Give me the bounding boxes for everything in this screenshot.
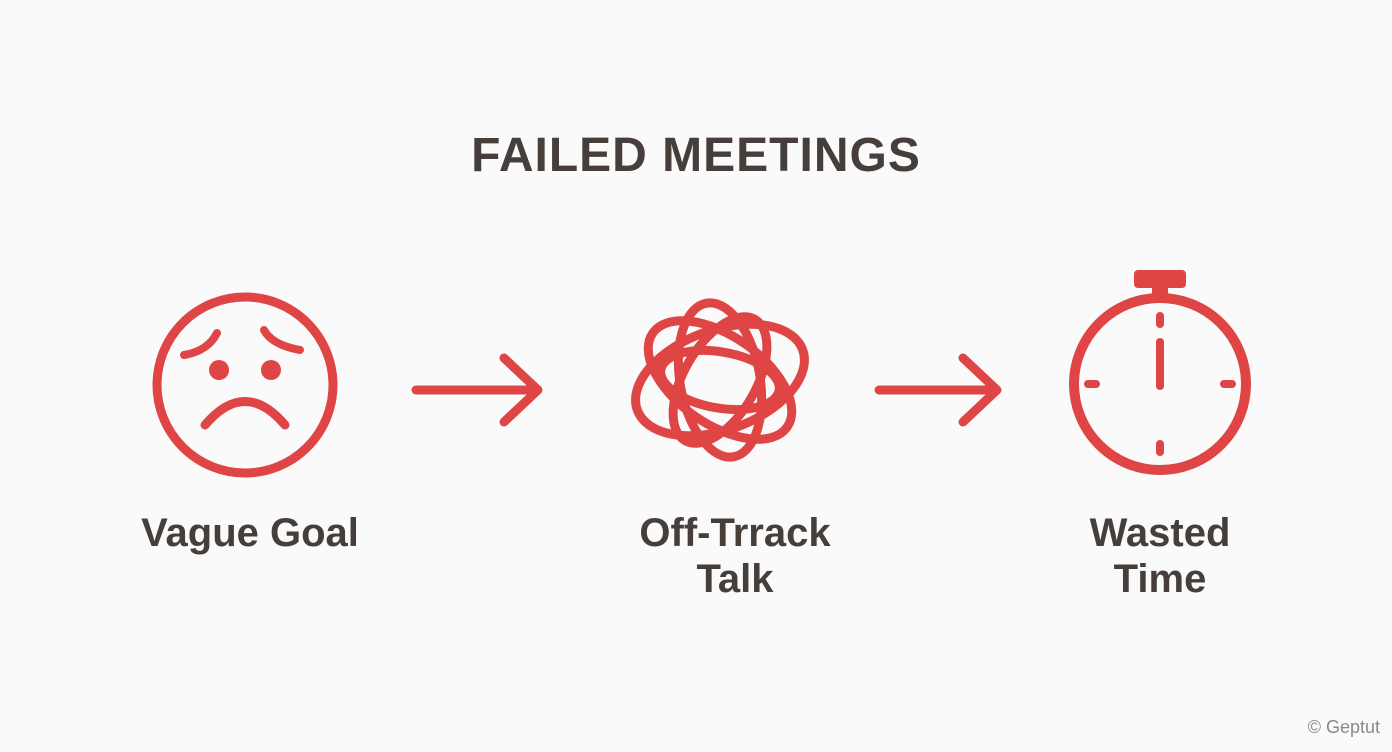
label-line: Off-Trrack xyxy=(639,511,831,555)
label-line: Time xyxy=(1113,557,1207,601)
label-line: Talk xyxy=(696,557,774,601)
diagram-title: FAILED MEETINGS xyxy=(471,129,921,182)
stopwatch-icon xyxy=(1069,270,1251,475)
label-line: Vague Goal xyxy=(141,511,359,555)
step-label-off-track-talk: Off-Trrack Talk xyxy=(590,510,880,602)
arrow-right-icon xyxy=(874,353,1002,427)
sad-face-icon xyxy=(152,292,338,478)
label-line: Wasted xyxy=(1089,511,1231,555)
watermark: © Geptut xyxy=(1307,717,1380,737)
arrow-right-icon xyxy=(411,353,543,427)
step-label-wasted-time: Wasted Time xyxy=(1040,510,1280,602)
tangled-knot-icon xyxy=(631,298,809,462)
step-label-vague-goal: Vague Goal xyxy=(110,510,390,556)
